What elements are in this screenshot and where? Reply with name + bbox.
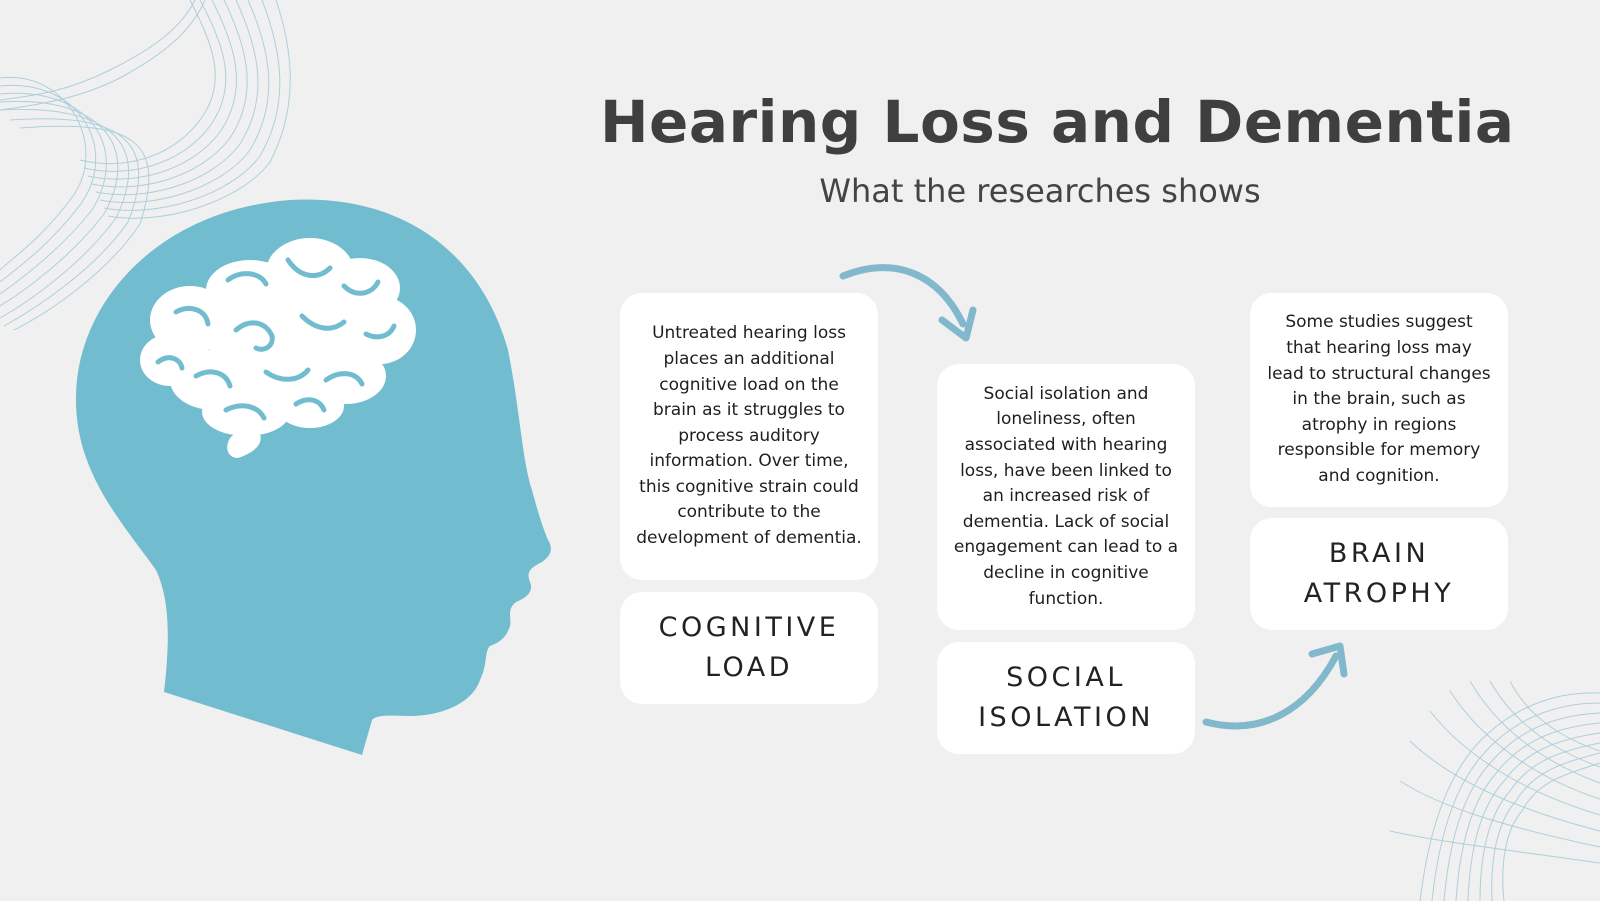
arrow-curved-up-icon xyxy=(1202,642,1348,730)
social-isolation-description: Social isolation and loneliness, often a… xyxy=(953,383,1179,609)
cognitive-load-label-card: COGNITIVE LOAD xyxy=(620,592,878,704)
brain-atrophy-label-card: BRAIN ATROPHY xyxy=(1250,518,1508,630)
page-subtitle: What the researches shows xyxy=(819,172,1261,210)
brain-atrophy-label: BRAIN ATROPHY xyxy=(1303,538,1455,609)
social-isolation-label: SOCIAL ISOLATION xyxy=(978,662,1154,733)
cognitive-load-label: COGNITIVE LOAD xyxy=(658,612,840,683)
brain-atrophy-description: Some studies suggest that hearing loss m… xyxy=(1267,312,1491,486)
cognitive-load-description-card: Untreated hearing loss places an additio… xyxy=(620,293,878,580)
decorative-wave-lines-bottom xyxy=(1389,681,1600,901)
brain-atrophy-description-card: Some studies suggest that hearing loss m… xyxy=(1250,293,1508,507)
page-title: Hearing Loss and Dementia xyxy=(600,88,1515,156)
head-profile-icon xyxy=(75,199,551,756)
social-isolation-description-card: Social isolation and loneliness, often a… xyxy=(937,364,1195,630)
social-isolation-label-card: SOCIAL ISOLATION xyxy=(937,642,1195,754)
cognitive-load-description: Untreated hearing loss places an additio… xyxy=(636,323,862,549)
